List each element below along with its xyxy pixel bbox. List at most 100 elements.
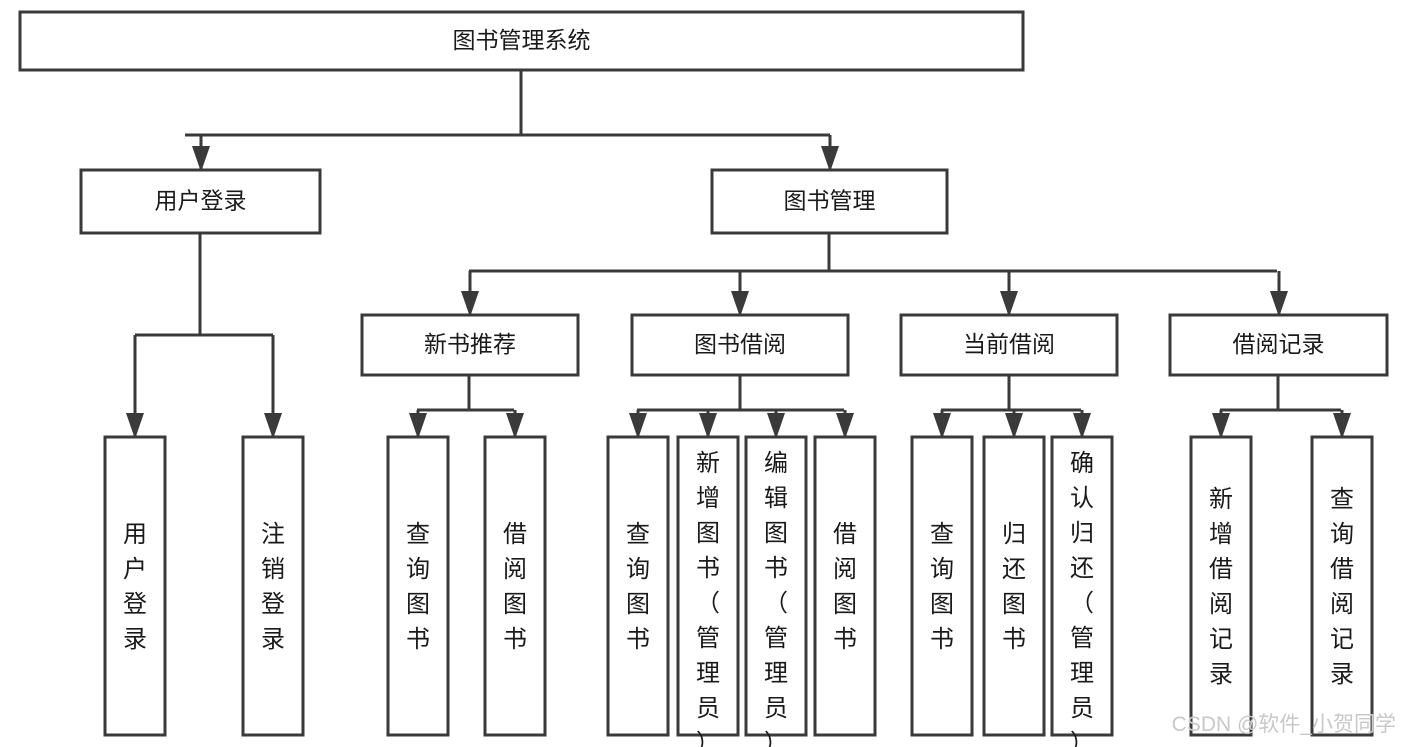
node-layer: 图书管理系统用户登录图书管理新书推荐图书借阅当前借阅借阅记录用户登录注销登录查询… — [18, 10, 1389, 747]
node-box[interactable] — [360, 313, 580, 377]
node-box[interactable] — [744, 435, 808, 737]
arrow-head-icon — [699, 413, 717, 439]
node-label: 编辑图书（管理员） — [764, 450, 788, 747]
node-box[interactable] — [813, 435, 877, 737]
connector-bus-rail-current-borrow — [941, 375, 1081, 412]
arrow-head-icon — [836, 413, 854, 439]
node-label: 查询图书 — [930, 521, 954, 653]
node-leaf-query-book-1[interactable]: 查询图书 — [386, 435, 450, 737]
node-current-borrow[interactable]: 当前借阅 — [899, 313, 1119, 377]
node-label: 新增图书（管理员） — [696, 450, 720, 747]
connector-bus-rail-new-book-rec — [417, 375, 514, 412]
connector-edge — [1005, 410, 1023, 439]
node-leaf-borrow-book-1[interactable]: 借阅图书 — [483, 435, 547, 737]
node-box[interactable] — [386, 435, 450, 737]
node-label: 借阅图书 — [503, 521, 527, 653]
arrow-head-icon — [629, 413, 647, 439]
node-book-manage[interactable]: 图书管理 — [710, 168, 949, 235]
csdn-watermark: CSDN @软件_小贺同学 — [1172, 713, 1396, 736]
node-box[interactable] — [1310, 435, 1374, 737]
node-leaf-borrow-book-2[interactable]: 借阅图书 — [813, 435, 877, 737]
node-label: 新书推荐 — [424, 331, 516, 357]
connector-edge — [821, 135, 839, 172]
connector-layer — [126, 70, 1351, 439]
node-label: 新增借阅记录 — [1209, 486, 1233, 688]
node-label: 图书管理系统 — [453, 27, 591, 53]
node-box[interactable] — [676, 435, 740, 737]
node-box[interactable] — [1168, 313, 1389, 377]
arrow-head-icon — [1073, 413, 1091, 439]
node-label: 查询图书 — [406, 521, 430, 653]
arrow-head-icon — [1000, 291, 1018, 317]
node-book-borrow[interactable]: 图书借阅 — [630, 313, 850, 377]
connector-edge — [409, 410, 427, 439]
arrow-head-icon — [506, 413, 524, 439]
node-box[interactable] — [630, 313, 850, 377]
node-box[interactable] — [1189, 435, 1253, 737]
connector-bus-rail-borrow-record — [1220, 375, 1341, 412]
node-leaf-confirm-return[interactable]: 确认归还（管理员） — [1050, 435, 1114, 747]
arrow-head-icon — [192, 146, 210, 172]
node-label: 确认归还（管理员） — [1070, 450, 1094, 747]
connector-bus-rail-book-manage — [469, 233, 1277, 273]
node-label: 注销登录 — [261, 521, 285, 653]
arrow-head-icon — [933, 413, 951, 439]
node-box[interactable] — [910, 435, 974, 737]
node-box[interactable] — [899, 313, 1119, 377]
arrow-head-icon — [731, 291, 749, 317]
connector-edge — [699, 410, 717, 439]
arrow-head-icon — [1005, 413, 1023, 439]
node-label: 借阅记录 — [1233, 331, 1325, 357]
connector-edge — [767, 410, 785, 439]
node-label: 图书借阅 — [694, 331, 786, 357]
node-leaf-edit-book[interactable]: 编辑图书（管理员） — [744, 435, 808, 747]
connector-edge — [126, 335, 144, 439]
node-leaf-return-book[interactable]: 归还图书 — [982, 435, 1046, 737]
node-leaf-query-book-2[interactable]: 查询图书 — [606, 435, 670, 737]
node-root-system[interactable]: 图书管理系统 — [18, 10, 1025, 72]
connector-edge — [264, 335, 282, 439]
connector-edge — [1212, 410, 1230, 439]
node-label: 借阅图书 — [833, 521, 857, 653]
arrow-head-icon — [264, 413, 282, 439]
node-box[interactable] — [103, 435, 167, 737]
arrow-head-icon — [821, 146, 839, 172]
node-box[interactable] — [483, 435, 547, 737]
connector-edge — [506, 410, 524, 439]
node-box[interactable] — [710, 168, 949, 235]
connector-bus-rail-user-login — [135, 233, 273, 337]
node-box[interactable] — [18, 10, 1025, 72]
node-label: 查询图书 — [626, 521, 650, 653]
node-label: 查询借阅记录 — [1330, 486, 1354, 688]
node-box[interactable] — [79, 168, 322, 235]
node-leaf-user-logout[interactable]: 注销登录 — [241, 435, 305, 737]
node-leaf-user-login[interactable]: 用户登录 — [103, 435, 167, 737]
node-box[interactable] — [1050, 435, 1114, 737]
node-leaf-query-book-3[interactable]: 查询图书 — [910, 435, 974, 737]
node-leaf-query-record[interactable]: 查询借阅记录 — [1310, 435, 1374, 737]
node-leaf-add-book[interactable]: 新增图书（管理员） — [676, 435, 740, 747]
arrow-head-icon — [126, 413, 144, 439]
connector-edge — [629, 410, 647, 439]
node-box[interactable] — [606, 435, 670, 737]
connector-edge — [731, 271, 749, 317]
node-leaf-add-record[interactable]: 新增借阅记录 — [1189, 435, 1253, 737]
node-box[interactable] — [982, 435, 1046, 737]
node-user-login[interactable]: 用户登录 — [79, 168, 322, 235]
arrow-head-icon — [1270, 291, 1288, 317]
connector-edge — [1073, 410, 1091, 439]
node-box[interactable] — [241, 435, 305, 737]
arrow-head-icon — [1333, 413, 1351, 439]
node-new-book-rec[interactable]: 新书推荐 — [360, 313, 580, 377]
connector-edge — [192, 135, 210, 172]
node-label: 用户登录 — [123, 521, 147, 653]
connector-edge — [933, 410, 951, 439]
connector-edge — [836, 410, 854, 439]
node-borrow-record[interactable]: 借阅记录 — [1168, 313, 1389, 377]
connector-bus-rail-book-borrow — [637, 375, 844, 412]
connector-bus-rail-root — [185, 70, 830, 137]
arrow-head-icon — [1212, 413, 1230, 439]
node-label: 当前借阅 — [963, 331, 1055, 357]
arrow-head-icon — [409, 413, 427, 439]
